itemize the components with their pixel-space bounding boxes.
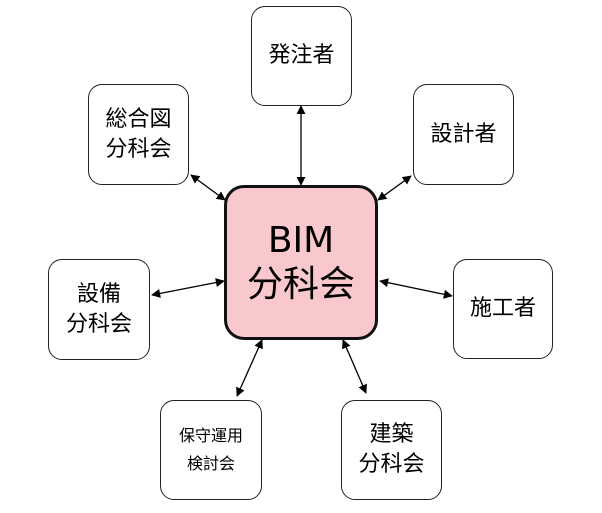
node-architecture-label-2: 分科会 bbox=[358, 452, 425, 477]
node-composite-label-2: 分科会 bbox=[105, 136, 172, 162]
connector-maintenance bbox=[236, 339, 263, 397]
node-equipment: 設備 分科会 bbox=[48, 259, 150, 360]
node-maintenance-label-2: 検討会 bbox=[186, 454, 235, 473]
node-designer-label: 設計者 bbox=[430, 121, 497, 147]
center-subtitle: 分科会 bbox=[246, 263, 355, 305]
center-node-bim: BIM 分科会 bbox=[224, 185, 378, 340]
node-architecture-label-1: 建築 bbox=[369, 422, 414, 448]
center-title: BIM bbox=[267, 220, 335, 262]
node-architecture: 建築 分科会 bbox=[341, 400, 442, 500]
connector-equipment bbox=[151, 278, 225, 298]
node-client-label: 発注者 bbox=[268, 43, 335, 69]
connector-designer bbox=[377, 175, 412, 201]
node-equipment-label-1: 設備 bbox=[76, 281, 121, 307]
node-contractor-label: 施工者 bbox=[469, 296, 536, 322]
node-equipment-label-2: 分科会 bbox=[65, 311, 132, 337]
node-composite: 総合図 分科会 bbox=[88, 84, 189, 185]
node-maintenance: 保守運用 検討会 bbox=[160, 400, 262, 500]
connector-composite bbox=[190, 174, 226, 201]
connector-architecture bbox=[342, 339, 367, 394]
node-maintenance-label-1: 保守運用 bbox=[178, 426, 243, 445]
node-designer: 設計者 bbox=[413, 84, 514, 185]
node-contractor: 施工者 bbox=[453, 259, 553, 359]
connector-contractor bbox=[379, 278, 453, 299]
node-composite-label-1: 総合図 bbox=[105, 106, 172, 132]
node-client: 発注者 bbox=[251, 6, 352, 106]
